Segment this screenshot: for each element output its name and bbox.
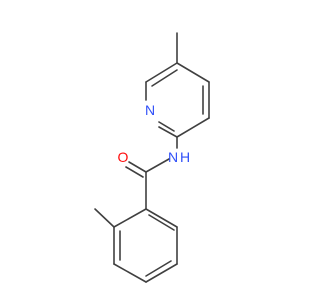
amide-nitrogen-label: N: [168, 149, 178, 165]
pyridine-ring: [145, 62, 210, 138]
bond: [151, 69, 178, 87]
bond: [148, 214, 175, 231]
bond: [113, 263, 147, 283]
bond: [145, 62, 178, 83]
bond: [158, 121, 175, 132]
bond: [113, 208, 147, 228]
bond: [158, 126, 178, 138]
bond: [145, 208, 178, 228]
bond: [145, 158, 170, 173]
bond: [145, 263, 178, 283]
bond: [176, 62, 210, 83]
carbonyl-bond: [125, 166, 144, 178]
oxygen-label: O: [118, 149, 129, 165]
bond: [176, 117, 210, 138]
amide-hydrogen-label: H: [180, 149, 190, 165]
pyridine-nitrogen-label: N: [145, 102, 155, 118]
methyl-bond: [94, 208, 115, 228]
molecule-structure: N N H O: [94, 32, 210, 283]
carbonyl-bond: [128, 161, 147, 173]
bond: [145, 260, 172, 277]
benzene-ring: [113, 208, 178, 283]
